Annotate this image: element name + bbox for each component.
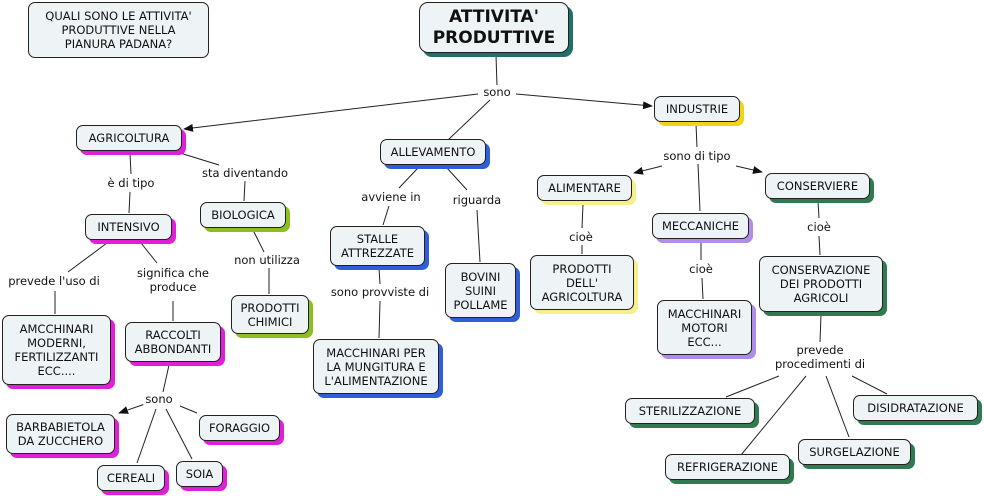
- node-refrigerazione[interactable]: REFRIGERAZIONE: [665, 454, 790, 480]
- link-line: [382, 205, 390, 226]
- link-line: [398, 167, 419, 189]
- node-attivita-produttive[interactable]: ATTIVITA' PRODUTTIVE: [419, 2, 569, 53]
- link-line: [817, 200, 820, 219]
- node-foraggio[interactable]: FORAGGIO: [199, 415, 280, 441]
- node-macchinari-mungitura[interactable]: MACCHINARI PER LA MUNGITURA E L'ALIMENTA…: [313, 339, 439, 394]
- node-conservazione[interactable]: CONSERVAZIONE DEI PRODOTTI AGRICOLI: [759, 256, 883, 312]
- link-line: [476, 209, 481, 263]
- link-line: [179, 405, 198, 414]
- link-label-cioe-conserviere: cioè: [805, 220, 833, 234]
- link-line: [447, 99, 491, 141]
- node-prodotti-chimici[interactable]: PRODOTTI CHIMICI: [231, 295, 309, 334]
- link-line: [136, 408, 157, 464]
- link-label-e-di-tipo: è di tipo: [105, 176, 157, 190]
- node-agricoltura[interactable]: AGRICOLTURA: [76, 125, 182, 151]
- link-line: [725, 375, 780, 398]
- node-sterilizzazione[interactable]: STERILIZZAZIONE: [625, 398, 755, 424]
- link-line: [162, 364, 170, 393]
- link-line: [251, 227, 265, 253]
- link-label-sono-di-tipo: sono di tipo: [661, 149, 733, 163]
- node-alimentare[interactable]: ALIMENTARE: [537, 175, 632, 201]
- node-industrie[interactable]: INDUSTRIE: [654, 96, 740, 122]
- link-line: [243, 180, 246, 202]
- link-line: [495, 54, 498, 87]
- link-line: [129, 152, 132, 175]
- node-amcchinari[interactable]: AMCCHINARI MODERNI, FERTILIZZANTI ECC...…: [2, 315, 111, 385]
- link-line: [378, 267, 381, 285]
- link-line: [118, 403, 146, 414]
- node-intensivo[interactable]: INTENSIVO: [85, 214, 172, 240]
- link-line: [581, 203, 584, 229]
- node-surgelazione[interactable]: SURGELAZIONE: [798, 439, 911, 465]
- link-line: [740, 375, 807, 456]
- node-stalle-attrezzate[interactable]: STALLE ATTREZZATE: [330, 226, 425, 266]
- link-label-sono: sono: [481, 85, 513, 99]
- node-conserviere[interactable]: CONSERVIERE: [765, 173, 870, 199]
- node-macchinari-motori[interactable]: MACCHINARI MOTORI ECC...: [657, 300, 752, 355]
- link-line: [140, 242, 158, 264]
- link-line: [67, 242, 108, 273]
- link-label-riguarda: riguarda: [450, 193, 504, 207]
- link-label-sta-diventando: sta diventando: [199, 166, 291, 180]
- node-allevamento[interactable]: ALLEVAMENTO: [380, 139, 486, 165]
- question-box[interactable]: QUALI SONO LE ATTIVITA' PRODUTTIVE NELLA…: [28, 2, 209, 58]
- link-line: [179, 152, 220, 166]
- link-label-cioe-meccaniche: cioè: [687, 262, 715, 276]
- node-disidratazione[interactable]: DISIDRATAZIONE: [853, 395, 978, 421]
- link-line: [633, 165, 663, 175]
- link-label-sono-provviste: sono provviste di: [328, 285, 432, 299]
- link-line: [695, 123, 698, 148]
- link-line: [515, 93, 653, 110]
- node-raccolti-abbondanti[interactable]: RACCOLTI ABBONDANTI: [125, 322, 221, 362]
- link-line: [851, 375, 888, 395]
- node-soia[interactable]: SOIA: [176, 461, 223, 487]
- link-label-significa: significa che produce: [135, 266, 211, 294]
- link-line: [818, 235, 821, 256]
- node-bovini-suini-pollame[interactable]: BOVINI SUINI POLLAME: [445, 263, 516, 318]
- node-cereali[interactable]: CEREALI: [97, 465, 165, 491]
- link-label-cioe-alimentare: cioè: [567, 230, 595, 244]
- node-meccaniche[interactable]: MECCANICHE: [652, 213, 749, 239]
- link-label-prevede-procedimenti: prevede procedimenti di: [772, 343, 868, 371]
- link-line: [701, 277, 704, 300]
- link-label-prevede-uso: prevede l'uso di: [6, 274, 102, 288]
- link-line: [446, 167, 468, 191]
- link-line: [825, 375, 850, 438]
- link-line: [165, 408, 193, 460]
- node-barbabietola[interactable]: BARBABIETOLA DA ZUCCHERO: [6, 414, 115, 454]
- link-line: [697, 163, 701, 212]
- link-label-sono-raccolti: sono: [143, 392, 175, 406]
- node-biologica[interactable]: BIOLOGICA: [200, 202, 286, 228]
- link-label-non-utilizza: non utilizza: [232, 253, 302, 267]
- link-line: [378, 300, 381, 339]
- link-line: [735, 165, 763, 174]
- link-line: [819, 313, 822, 343]
- link-line: [128, 191, 131, 214]
- link-line: [183, 93, 479, 132]
- link-label-avviene-in: avviene in: [359, 190, 423, 204]
- node-prodotti-agricoltura[interactable]: PRODOTTI DELL' AGRICOLTURA: [530, 255, 634, 310]
